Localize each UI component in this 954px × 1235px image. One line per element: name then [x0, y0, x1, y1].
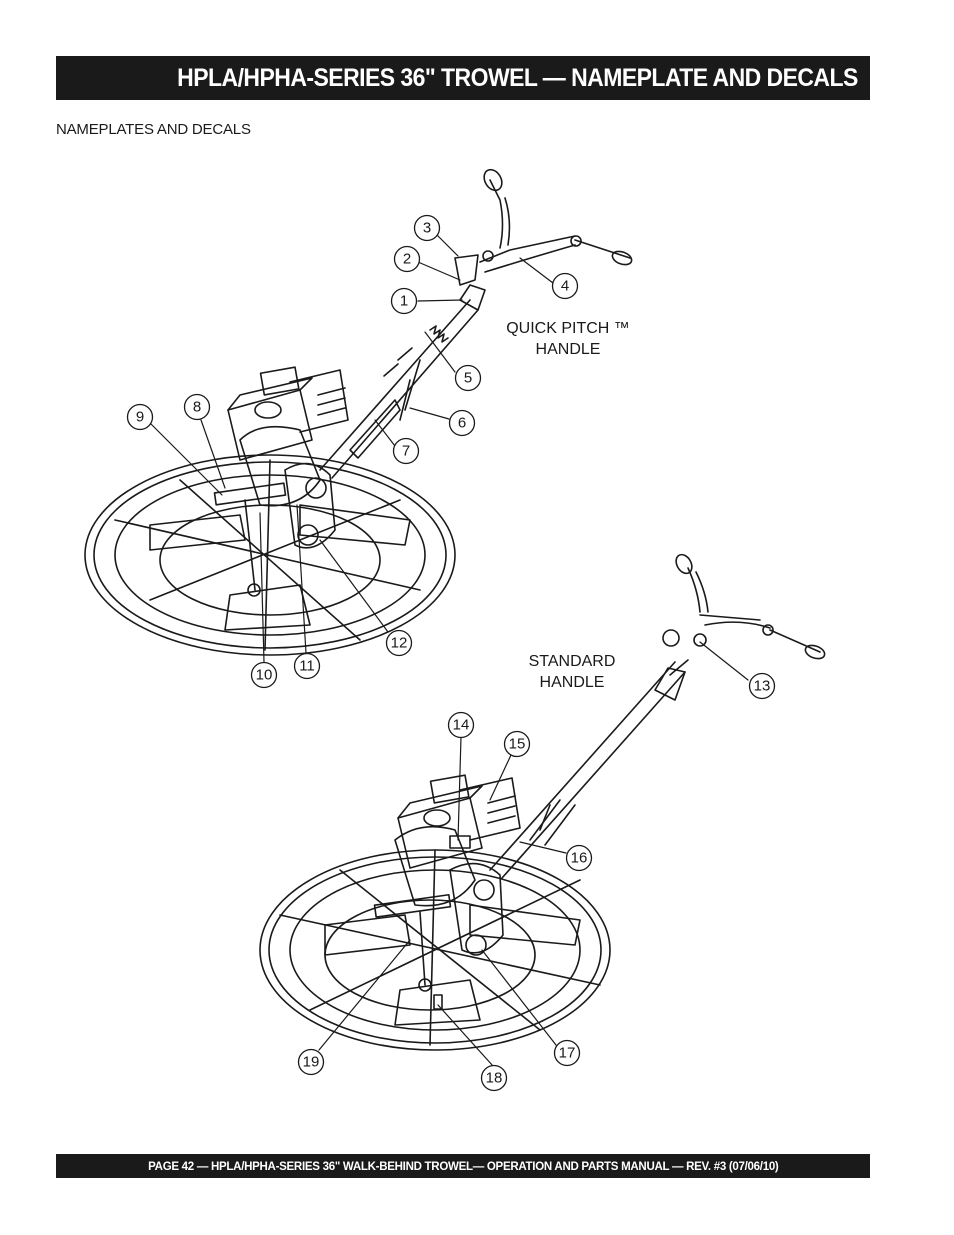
callout-5-circle: [454, 364, 482, 392]
callout-15: 15: [509, 736, 526, 753]
callout-2-circle: [393, 245, 421, 273]
callout-18-circle: [480, 1064, 508, 1092]
callout-17: 17: [559, 1045, 576, 1062]
bottom-trowel-drawing: [259, 553, 826, 1051]
callout-6: 6: [458, 415, 466, 432]
callout-8-circle: [183, 393, 211, 421]
footer-text: PAGE 42 — HPLA/HPHA-SERIES 36" WALK-BEHI…: [147, 1159, 779, 1173]
callout-19-circle: [297, 1048, 325, 1076]
page-title-bar: HPLA/HPHA-SERIES 36" TROWEL — NAMEPLATE …: [56, 56, 870, 100]
standard-handle-label-line2: HANDLE: [540, 674, 605, 691]
page-footer: PAGE 42 — HPLA/HPHA-SERIES 36" WALK-BEHI…: [56, 1154, 870, 1178]
callout-10: 10: [256, 667, 273, 684]
callout-1: 1: [400, 293, 408, 310]
callout-9: 9: [136, 409, 144, 426]
callout-14-circle: [447, 711, 475, 739]
callout-4-circle: [551, 272, 579, 300]
top-trowel-drawing: [84, 168, 633, 656]
callout-10-circle: [250, 661, 278, 689]
callout-12: 12: [391, 635, 408, 652]
callout-circles: [126, 214, 776, 1092]
callout-2: 2: [403, 251, 411, 268]
callout-12-circle: [385, 629, 413, 657]
standard-handle-label-line1: STANDARD: [529, 653, 616, 670]
callout-16: 16: [571, 850, 588, 867]
quick-pitch-label-line1: QUICK PITCH ™: [506, 320, 630, 337]
callout-3-circle: [413, 214, 441, 242]
callout-14: 14: [453, 717, 470, 734]
callout-15-circle: [503, 730, 531, 758]
callout-6-circle: [448, 409, 476, 437]
callout-13: 13: [754, 678, 771, 695]
callout-8: 8: [193, 399, 201, 416]
callout-17-circle: [553, 1039, 581, 1067]
leader-lines: [150, 234, 749, 1067]
callout-9-circle: [126, 403, 154, 431]
callout-7-circle: [392, 437, 420, 465]
trowel-decal-diagram: 1 2 3 4 5 6 7 8 9 10 11 12 13 14 15 16 1…: [84, 168, 826, 1092]
callout-11: 11: [299, 658, 315, 675]
handle-labels: QUICK PITCH ™ HANDLE STANDARD HANDLE: [506, 320, 630, 691]
callout-7: 7: [402, 443, 410, 460]
callout-1-circle: [390, 287, 418, 315]
callout-19: 19: [303, 1054, 320, 1071]
callout-numbers: 1 2 3 4 5 6 7 8 9 10 11 12 13 14 15 16 1…: [136, 220, 771, 1087]
callout-4: 4: [561, 278, 569, 295]
callout-13-circle: [748, 672, 776, 700]
callout-16-circle: [565, 844, 593, 872]
page-title: HPLA/HPHA-SERIES 36" TROWEL — NAMEPLATE …: [177, 63, 858, 92]
quick-pitch-label-line2: HANDLE: [536, 341, 601, 358]
callout-18: 18: [486, 1070, 503, 1087]
callout-5: 5: [464, 370, 472, 387]
callout-3: 3: [423, 220, 431, 237]
callout-11-circle: [293, 652, 321, 680]
section-label: NAMEPLATES AND DECALS: [56, 121, 251, 138]
